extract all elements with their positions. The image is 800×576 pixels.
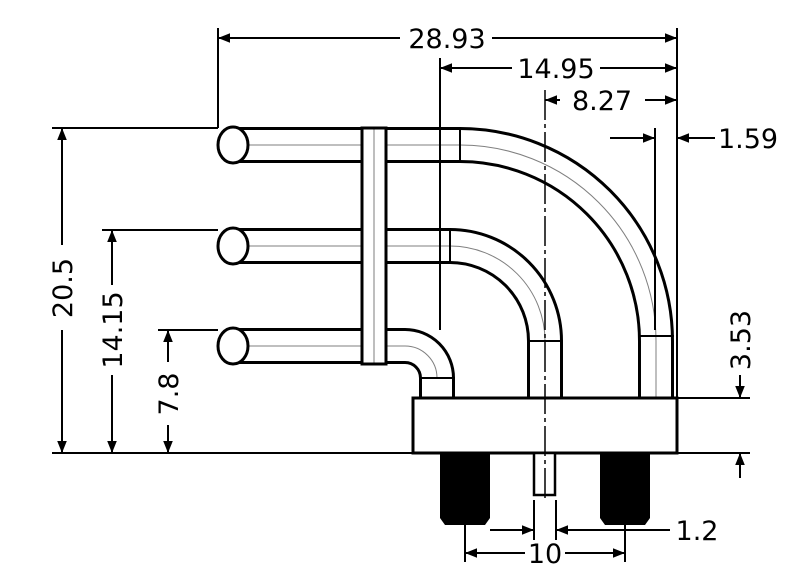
dim-tube-diameter: 1.59 <box>718 124 778 155</box>
tube-top <box>216 125 674 398</box>
dim-stud-spacing: 10 <box>528 539 562 570</box>
tube-bottom <box>216 326 455 398</box>
dim-bottom-height: 7.8 <box>154 373 185 416</box>
tube-middle <box>216 226 563 398</box>
dim-width-center: 8.27 <box>572 86 632 117</box>
stud-right <box>600 453 650 525</box>
dim-width-inner-pin: 14.95 <box>517 54 594 85</box>
dim-overall-width: 28.93 <box>408 24 485 55</box>
dim-pin-width: 1.2 <box>676 516 719 547</box>
dim-base-height: 3.53 <box>726 310 757 370</box>
dim-top-height: 20.5 <box>48 258 79 318</box>
dim-middle-height: 14.15 <box>98 291 129 368</box>
stud-left <box>440 453 490 525</box>
